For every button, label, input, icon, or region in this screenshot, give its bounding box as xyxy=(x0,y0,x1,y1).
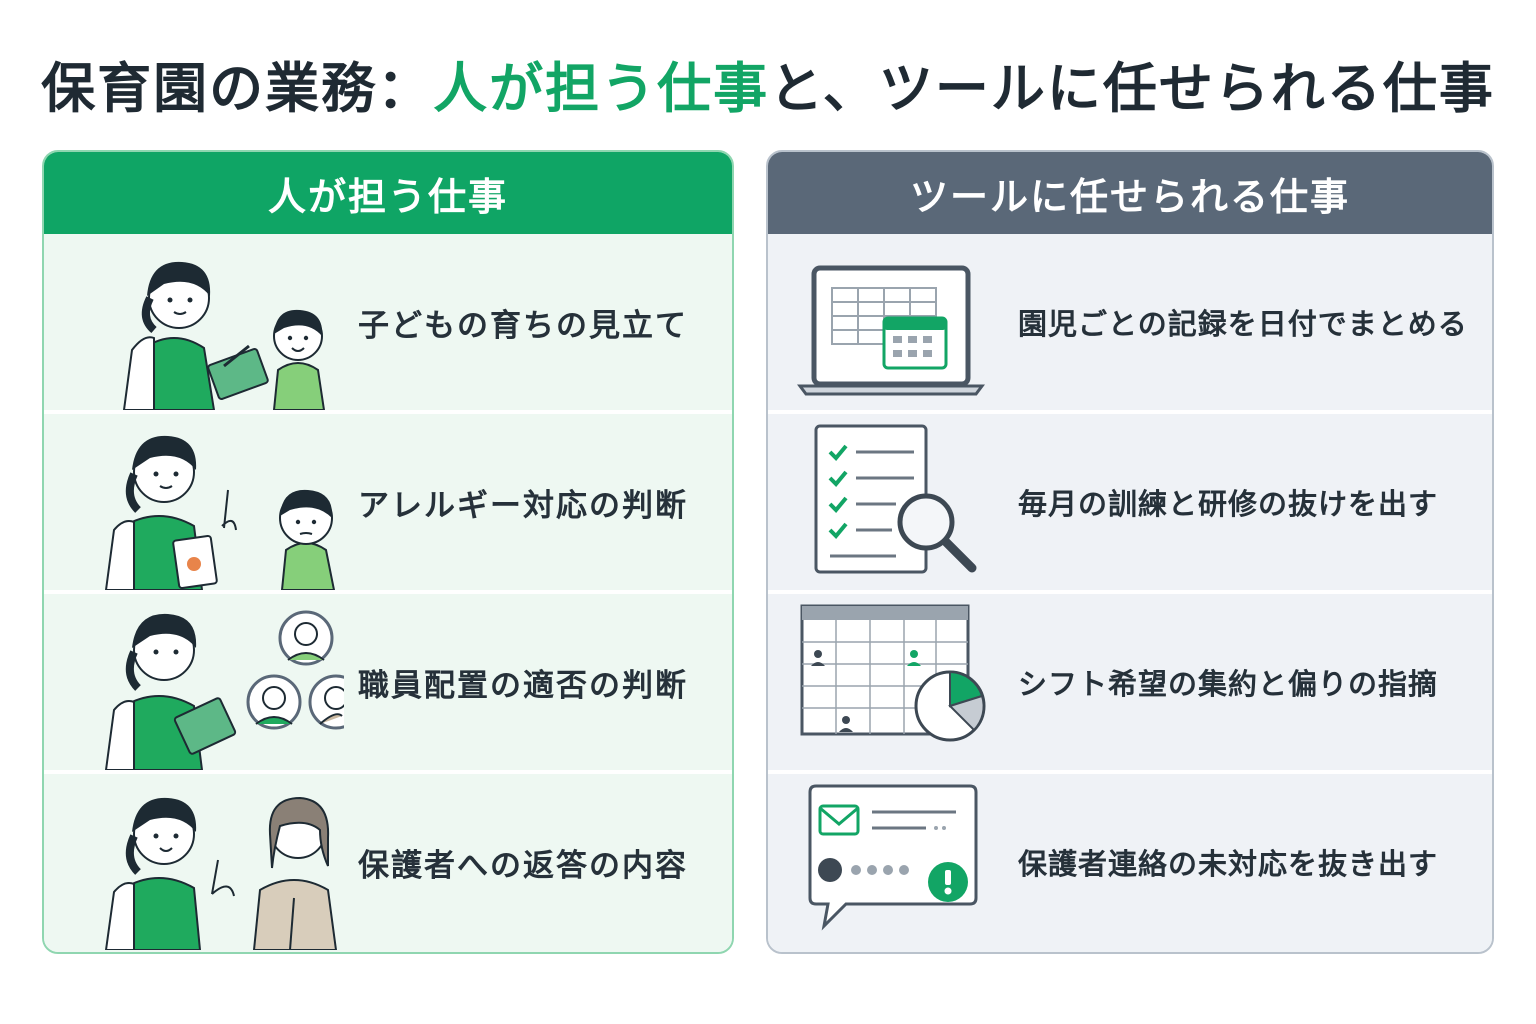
tool-tasks-panel: ツールに任せられる仕事 園児ごとの記録を日付でまとめる xyxy=(766,150,1494,954)
laptop-calendar-icon xyxy=(797,265,985,396)
human-task-label: アレルギー対応の判断 xyxy=(358,487,688,524)
human-panel-header: 人が担う仕事 xyxy=(44,152,732,234)
message-alert-icon xyxy=(808,784,978,931)
tool-task-label: シフト希望の集約と偏りの指摘 xyxy=(1018,667,1439,701)
teacher-staff-assignment-icon xyxy=(104,610,344,770)
tool-task-label: 園児ごとの記録を日付でまとめる xyxy=(1018,307,1468,341)
human-task-row: 子どもの育ちの見立て xyxy=(44,234,732,414)
tool-panel-header: ツールに任せられる仕事 xyxy=(768,152,1492,234)
human-task-row: 保護者への返答の内容 xyxy=(44,774,732,952)
tool-task-row: 毎月の訓練と研修の抜けを出す xyxy=(768,414,1492,594)
human-task-label: 職員配置の適否の判断 xyxy=(358,667,688,704)
title-prefix: 保育園の業務： xyxy=(41,57,434,120)
tool-task-row: 保護者連絡の未対応を抜き出す xyxy=(768,774,1492,952)
tool-task-row: 園児ごとの記録を日付でまとめる xyxy=(768,234,1492,414)
shift-calendar-pie-icon xyxy=(800,604,986,742)
teacher-talking-parent-icon xyxy=(104,796,338,950)
teacher-observing-child-icon xyxy=(122,261,326,410)
human-task-row: 職員配置の適否の判断 xyxy=(44,594,732,774)
teacher-allergy-check-icon xyxy=(104,435,336,590)
tool-task-label: 保護者連絡の未対応を抜き出す xyxy=(1018,847,1439,881)
human-task-label: 保護者への返答の内容 xyxy=(358,847,688,884)
tool-task-label: 毎月の訓練と研修の抜けを出す xyxy=(1018,487,1439,521)
tool-task-row: シフト希望の集約と偏りの指摘 xyxy=(768,594,1492,774)
checklist-magnifier-icon xyxy=(814,424,977,574)
human-task-label: 子どもの育ちの見立て xyxy=(358,307,688,344)
page-title: 保育園の業務：人が担う仕事と、ツールに任せられる仕事 xyxy=(0,44,1536,123)
human-task-row: アレルギー対応の判断 xyxy=(44,414,732,594)
human-tasks-panel: 人が担う仕事 子どもの育ちの見立て xyxy=(42,150,734,954)
title-accent: 人が担う仕事 xyxy=(433,57,770,120)
title-suffix: と、ツールに任せられる仕事 xyxy=(769,57,1495,120)
